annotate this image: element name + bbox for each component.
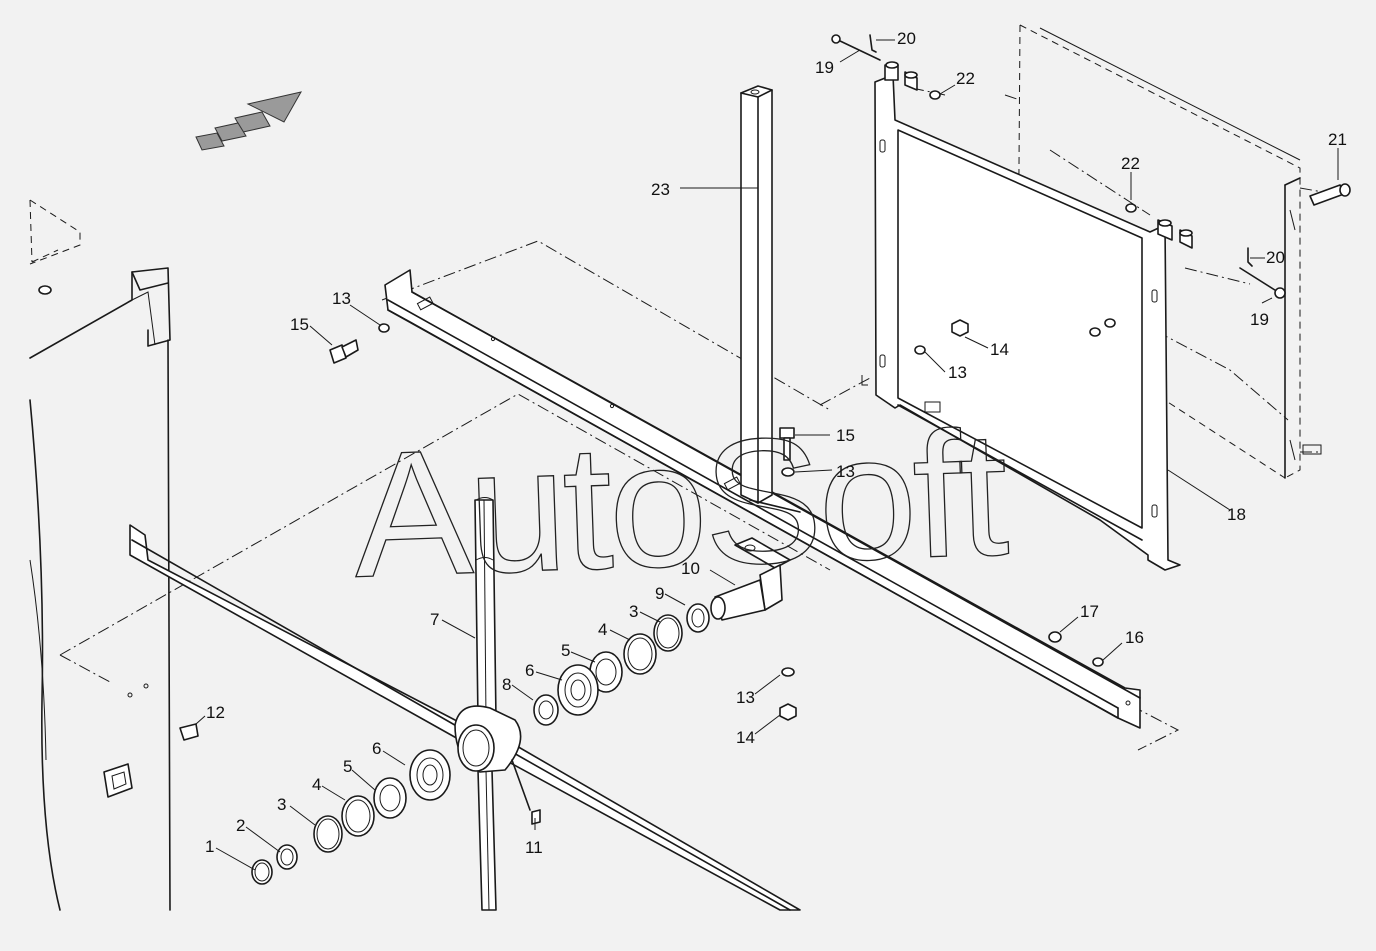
callout-6: 6: [372, 739, 381, 758]
callout-20: 20: [897, 29, 916, 48]
callout-18: 18: [1227, 505, 1246, 524]
callout-7: 7: [430, 610, 439, 629]
callout-22: 22: [956, 69, 975, 88]
callout-6: 6: [525, 661, 534, 680]
callout-23: 23: [651, 180, 670, 199]
callout-9: 9: [655, 584, 664, 603]
callout-15: 15: [836, 426, 855, 445]
callout-16: 16: [1125, 628, 1144, 647]
right-bearing-stack: [533, 603, 710, 726]
callout-10: 10: [681, 559, 700, 578]
callout-19: 19: [1250, 310, 1269, 329]
callout-22: 22: [1121, 154, 1140, 173]
callout-21: 21: [1328, 130, 1347, 149]
watermark-text: AutoSoft: [350, 393, 1011, 615]
callout-4: 4: [312, 775, 321, 794]
callout-13: 13: [836, 462, 855, 481]
callout-13: 13: [332, 289, 351, 308]
fasteners: [179, 34, 1351, 825]
direction-arrow-icon: [195, 91, 302, 151]
vertical-shaft: [474, 497, 497, 911]
callout-3: 3: [277, 795, 286, 814]
callout-5: 5: [561, 641, 570, 660]
callout-8: 8: [502, 675, 511, 694]
left-bearing-stack: [251, 749, 451, 885]
callout-labels: 1 2 3 3 4 4 5 5 6 6 7 8 9 10 11 12 13 13…: [205, 29, 1347, 857]
callout-5: 5: [343, 757, 352, 776]
callout-15: 15: [290, 315, 309, 334]
callout-4: 4: [598, 620, 607, 639]
hub: [454, 705, 531, 811]
callout-12: 12: [206, 703, 225, 722]
callout-1: 1: [205, 837, 214, 856]
vertical-post: [740, 85, 801, 513]
callout-17: 17: [1080, 602, 1099, 621]
stub-shaft-bracket: [710, 537, 791, 621]
callout-11: 11: [525, 838, 543, 857]
callout-13: 13: [736, 688, 755, 707]
callout-2: 2: [236, 816, 245, 835]
callout-14: 14: [990, 340, 1009, 359]
callout-13: 13: [948, 363, 967, 382]
leader-lines: [195, 39, 1339, 871]
callout-19: 19: [815, 58, 834, 77]
right-frame: [861, 61, 1193, 571]
callout-20: 20: [1266, 248, 1285, 267]
callout-14: 14: [736, 728, 755, 747]
callout-3: 3: [629, 602, 638, 621]
machine-body-outline: [29, 199, 171, 911]
